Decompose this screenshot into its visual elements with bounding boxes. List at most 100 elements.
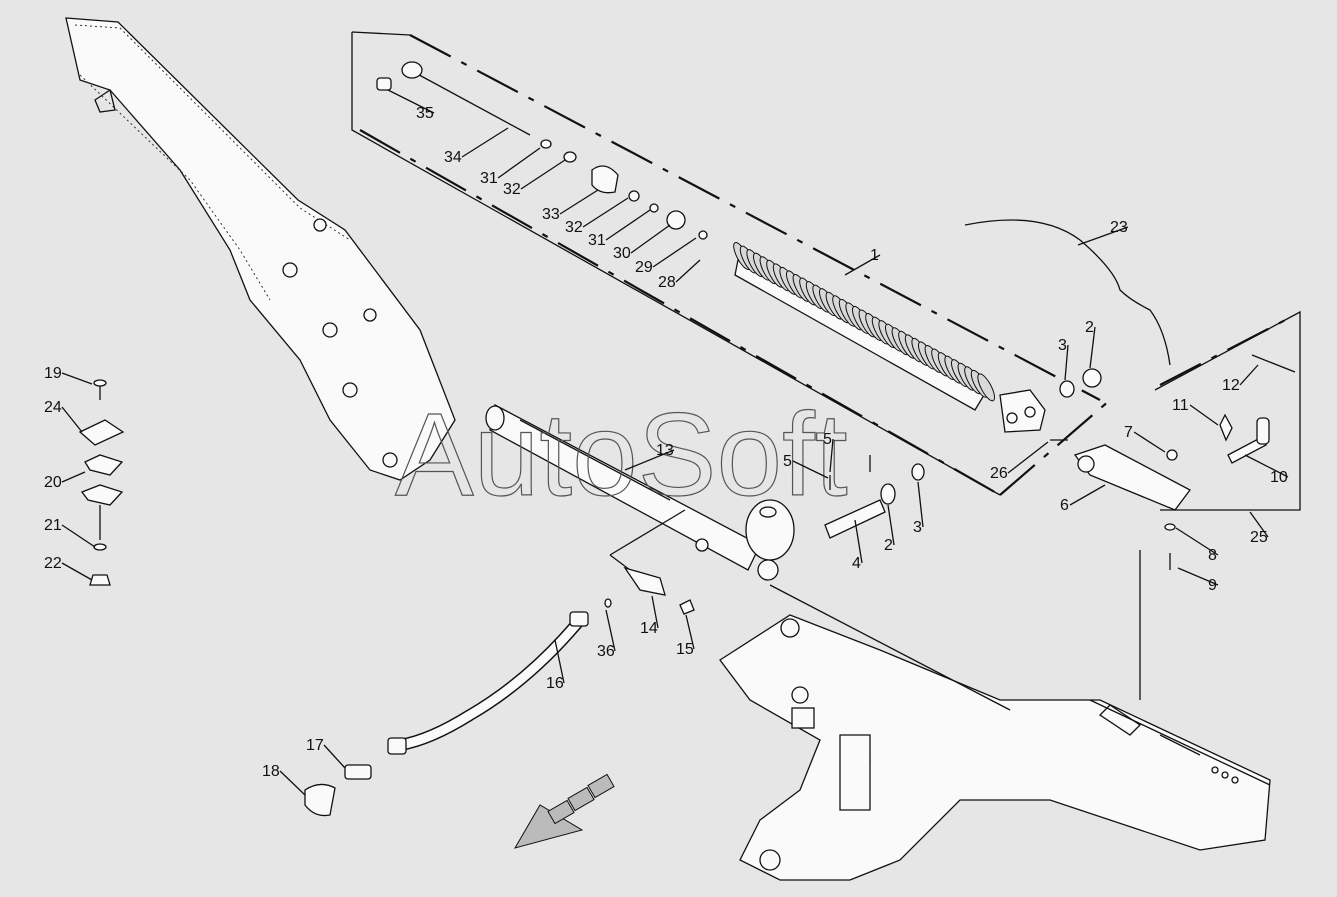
- detail-frame: [1154, 310, 1301, 511]
- callout-leader-c24: [61, 406, 83, 433]
- callout-label-c33: 33: [542, 206, 560, 223]
- callout-label-c12: 12: [1222, 377, 1240, 394]
- callout-leader-c16: [554, 639, 565, 684]
- hose-assembly: [304, 509, 695, 817]
- callout-leader-c11: [1189, 404, 1219, 426]
- callout-label-c28: 28: [658, 274, 676, 291]
- callout-leader-c2b: [887, 504, 895, 546]
- callout-labels: 1223345567891011121314151617181920212223…: [44, 105, 1288, 780]
- pin-part-4: [824, 463, 925, 539]
- leader-line: [769, 584, 1011, 711]
- callout-leader-c21: [61, 524, 96, 548]
- callout-leader-c4: [854, 519, 863, 564]
- callout-leader-c28: [675, 259, 701, 283]
- boom-arm: [65, 17, 456, 481]
- spring-coil: [977, 373, 996, 402]
- callout-label-c22: 22: [44, 555, 62, 572]
- callout-leader-c17: [323, 744, 346, 769]
- callout-leader-c12: [1239, 364, 1259, 386]
- callout-label-c25: 25: [1250, 529, 1268, 546]
- callout-label-c3a: 3: [1058, 337, 1067, 354]
- callout-label-c19: 19: [44, 365, 62, 382]
- bracket-part-26: [999, 389, 1068, 441]
- callout-label-c1: 1: [870, 247, 879, 264]
- callout-label-c11: 11: [1172, 397, 1189, 414]
- callout-leader-c9: [1177, 567, 1219, 586]
- callout-label-c5a: 5: [823, 431, 832, 448]
- callout-label-c16: 16: [546, 675, 564, 692]
- callout-leader-c5b: [792, 460, 829, 479]
- watermark: AutoSoft: [395, 389, 848, 521]
- callout-label-c26: 26: [990, 465, 1008, 482]
- ring-part-2: [1082, 368, 1102, 388]
- callout-leader-c33: [559, 189, 599, 215]
- callout-leader-c29: [652, 237, 697, 268]
- callout-leader-c25: [1249, 511, 1269, 538]
- callout-leader-c22: [61, 562, 93, 581]
- callout-label-c34: 34: [444, 149, 462, 166]
- callout-leader-c18: [279, 770, 306, 796]
- callout-leader-c7: [1133, 431, 1166, 453]
- spring-part-1: [733, 242, 996, 411]
- callout-label-c15: 15: [676, 641, 694, 658]
- callout-leader-c5a: [829, 438, 834, 473]
- callout-label-c2b: 2: [884, 537, 893, 554]
- callout-label-c21: 21: [44, 517, 62, 534]
- callout-label-c36: 36: [597, 643, 615, 660]
- callout-leader-c2a: [1089, 326, 1096, 369]
- callout-leader-c3b: [917, 481, 924, 528]
- callout-label-c23: 23: [1110, 219, 1128, 236]
- callout-label-c4: 4: [852, 555, 861, 572]
- callout-leader-c19: [61, 372, 93, 385]
- rod-part-34: [376, 61, 531, 136]
- callout-leader-c30: [630, 224, 671, 254]
- callout-leader-c20: [61, 471, 86, 483]
- callout-leader-c8: [1175, 527, 1219, 556]
- callout-leader-c15: [685, 614, 695, 650]
- callout-leader-c14: [651, 595, 659, 629]
- callout-leader-c32a: [520, 159, 566, 190]
- callout-label-c32a: 32: [503, 181, 521, 198]
- callout-leaders: [61, 89, 1289, 796]
- callout-leader-c6: [1069, 484, 1106, 506]
- callout-label-c8: 8: [1208, 547, 1217, 564]
- callout-label-c17: 17: [306, 737, 324, 754]
- callout-leader-c26: [1007, 441, 1049, 474]
- callout-label-c3b: 3: [913, 519, 922, 536]
- callout-label-c31a: 31: [480, 170, 498, 187]
- small-parts-stack: [540, 139, 708, 240]
- callout-label-c20: 20: [44, 474, 62, 491]
- callout-label-c32b: 32: [565, 219, 583, 236]
- callout-label-c31b: 31: [588, 232, 606, 249]
- hydraulic-cylinder: [485, 404, 795, 581]
- callout-leader-c1: [844, 254, 881, 276]
- spring-assembly-frame: [351, 31, 1111, 496]
- callout-leader-c36: [605, 609, 616, 652]
- callout-label-c6: 6: [1060, 497, 1069, 514]
- callout-leader-c31b: [605, 209, 651, 241]
- callout-leader-c34: [461, 127, 509, 158]
- callout-label-c13: 13: [656, 442, 674, 459]
- callout-leader-c35: [387, 89, 435, 114]
- callout-label-c18: 18: [262, 763, 280, 780]
- lever-part-6: [1073, 354, 1296, 570]
- callout-label-c14: 14: [640, 620, 658, 637]
- direction-arrow: [513, 773, 615, 849]
- callout-label-c9: 9: [1208, 577, 1217, 594]
- fastener-stack: [78, 379, 125, 586]
- callout-leader-c31a: [497, 147, 541, 179]
- callout-leader-c3a: [1064, 344, 1069, 381]
- machine-frame: [719, 614, 1271, 881]
- callout-leader-c10: [1244, 454, 1289, 478]
- ring-part-3: [1059, 380, 1075, 398]
- callout-label-c24: 24: [44, 399, 62, 416]
- callout-label-c35: 35: [416, 105, 434, 122]
- callout-label-c7: 7: [1124, 424, 1133, 441]
- callout-leader-c32b: [582, 197, 629, 228]
- callout-label-c5b: 5: [783, 453, 792, 470]
- callout-label-c30: 30: [613, 245, 631, 262]
- callout-leader-c13: [624, 449, 675, 471]
- cable-part-23: [964, 219, 1171, 366]
